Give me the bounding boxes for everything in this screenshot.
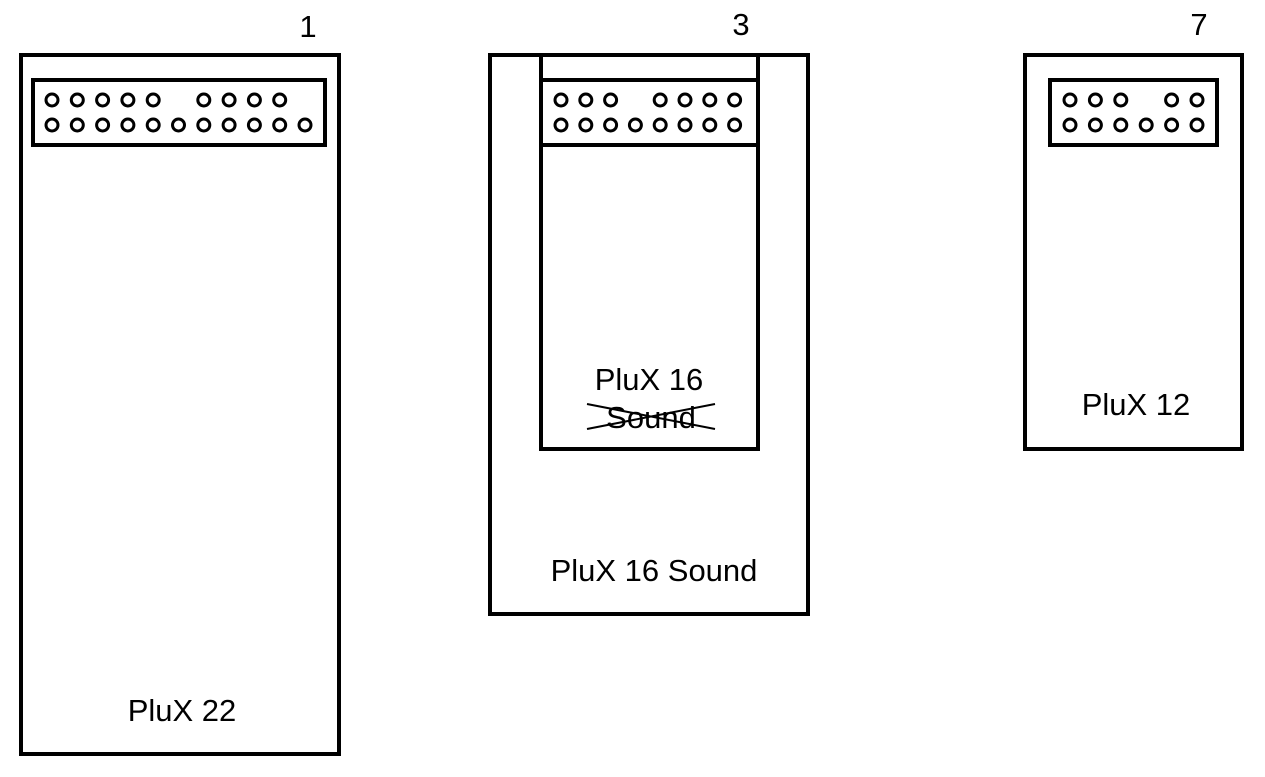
connector-pin	[69, 117, 85, 133]
connector-pin	[196, 117, 212, 133]
decoder-plux22: 1 PluX 22	[19, 9, 341, 756]
connector-pin	[702, 92, 718, 108]
strike-line-2	[586, 403, 716, 430]
connector-pin	[69, 92, 85, 108]
connector-pin	[1062, 117, 1078, 133]
connector-pin	[1189, 92, 1205, 108]
connector-pin	[221, 117, 237, 133]
connector-pin	[727, 92, 743, 108]
connector-pin	[553, 92, 569, 108]
connector-pin	[120, 92, 136, 108]
connector-pin	[145, 92, 161, 108]
connector-pin	[145, 117, 161, 133]
decoder-number-3: 3	[732, 7, 749, 42]
connector-plux16	[539, 78, 760, 147]
connector-pin	[578, 92, 594, 108]
connector-pin	[171, 117, 186, 133]
connector-pin	[297, 117, 313, 133]
decoder-plux12-outline	[1023, 53, 1244, 451]
connector-pin	[1062, 92, 1078, 108]
connector-pin	[1164, 92, 1180, 108]
decoder-plux12-label: PluX 12	[1082, 387, 1191, 422]
decoder-plux22-label: PluX 22	[128, 693, 237, 728]
decoder-plux16-inner-outline	[539, 53, 760, 451]
connector-plux12	[1048, 78, 1219, 147]
connector-pin	[652, 117, 668, 133]
connector-pin	[727, 117, 743, 133]
pin-array-plux16	[553, 92, 743, 133]
decoder-plux16-inner-label: PluX 16	[595, 362, 704, 397]
connector-pin	[702, 117, 718, 133]
connector-pin	[1138, 117, 1154, 133]
connector-pin	[627, 117, 643, 133]
connector-pin	[1113, 117, 1129, 133]
connector-pin	[95, 117, 111, 133]
decoder-number-1: 1	[299, 9, 316, 44]
connector-pin	[95, 92, 111, 108]
connector-pin	[553, 117, 569, 133]
decoder-plux16-sound: 3 PluX 16 Sound PluX 16 Sound	[488, 7, 810, 616]
pin-array-plux12	[1062, 92, 1205, 133]
connector-pin	[677, 92, 693, 108]
connector-pin	[272, 92, 288, 108]
connector-pin	[603, 92, 619, 108]
connector-pin	[603, 117, 619, 133]
connector-pin	[1164, 117, 1180, 133]
connector-plux22	[31, 78, 327, 147]
connector-pin	[120, 117, 136, 133]
connector-pin	[652, 92, 668, 108]
connector-pin	[196, 92, 212, 108]
decoder-plux12: 7 PluX 12	[1023, 7, 1244, 451]
decoder-plux22-outline	[19, 53, 341, 756]
connector-pin	[1087, 117, 1103, 133]
connector-pin	[1189, 117, 1205, 133]
connector-pin	[1087, 92, 1103, 108]
connector-pin	[246, 117, 262, 133]
connector-pin	[1113, 92, 1129, 108]
connector-pin	[246, 92, 262, 108]
connector-pin	[44, 92, 60, 108]
connector-pin	[272, 117, 288, 133]
pin-array-plux22	[44, 92, 313, 133]
connector-pin	[221, 92, 237, 108]
connector-pin	[578, 117, 594, 133]
decoder-plux16-sound-outline	[488, 53, 810, 616]
decoder-plux16-sound-label: PluX 16 Sound	[551, 553, 758, 588]
connector-pin	[677, 117, 693, 133]
decoder-number-7: 7	[1190, 7, 1207, 42]
connector-pin	[44, 117, 60, 133]
